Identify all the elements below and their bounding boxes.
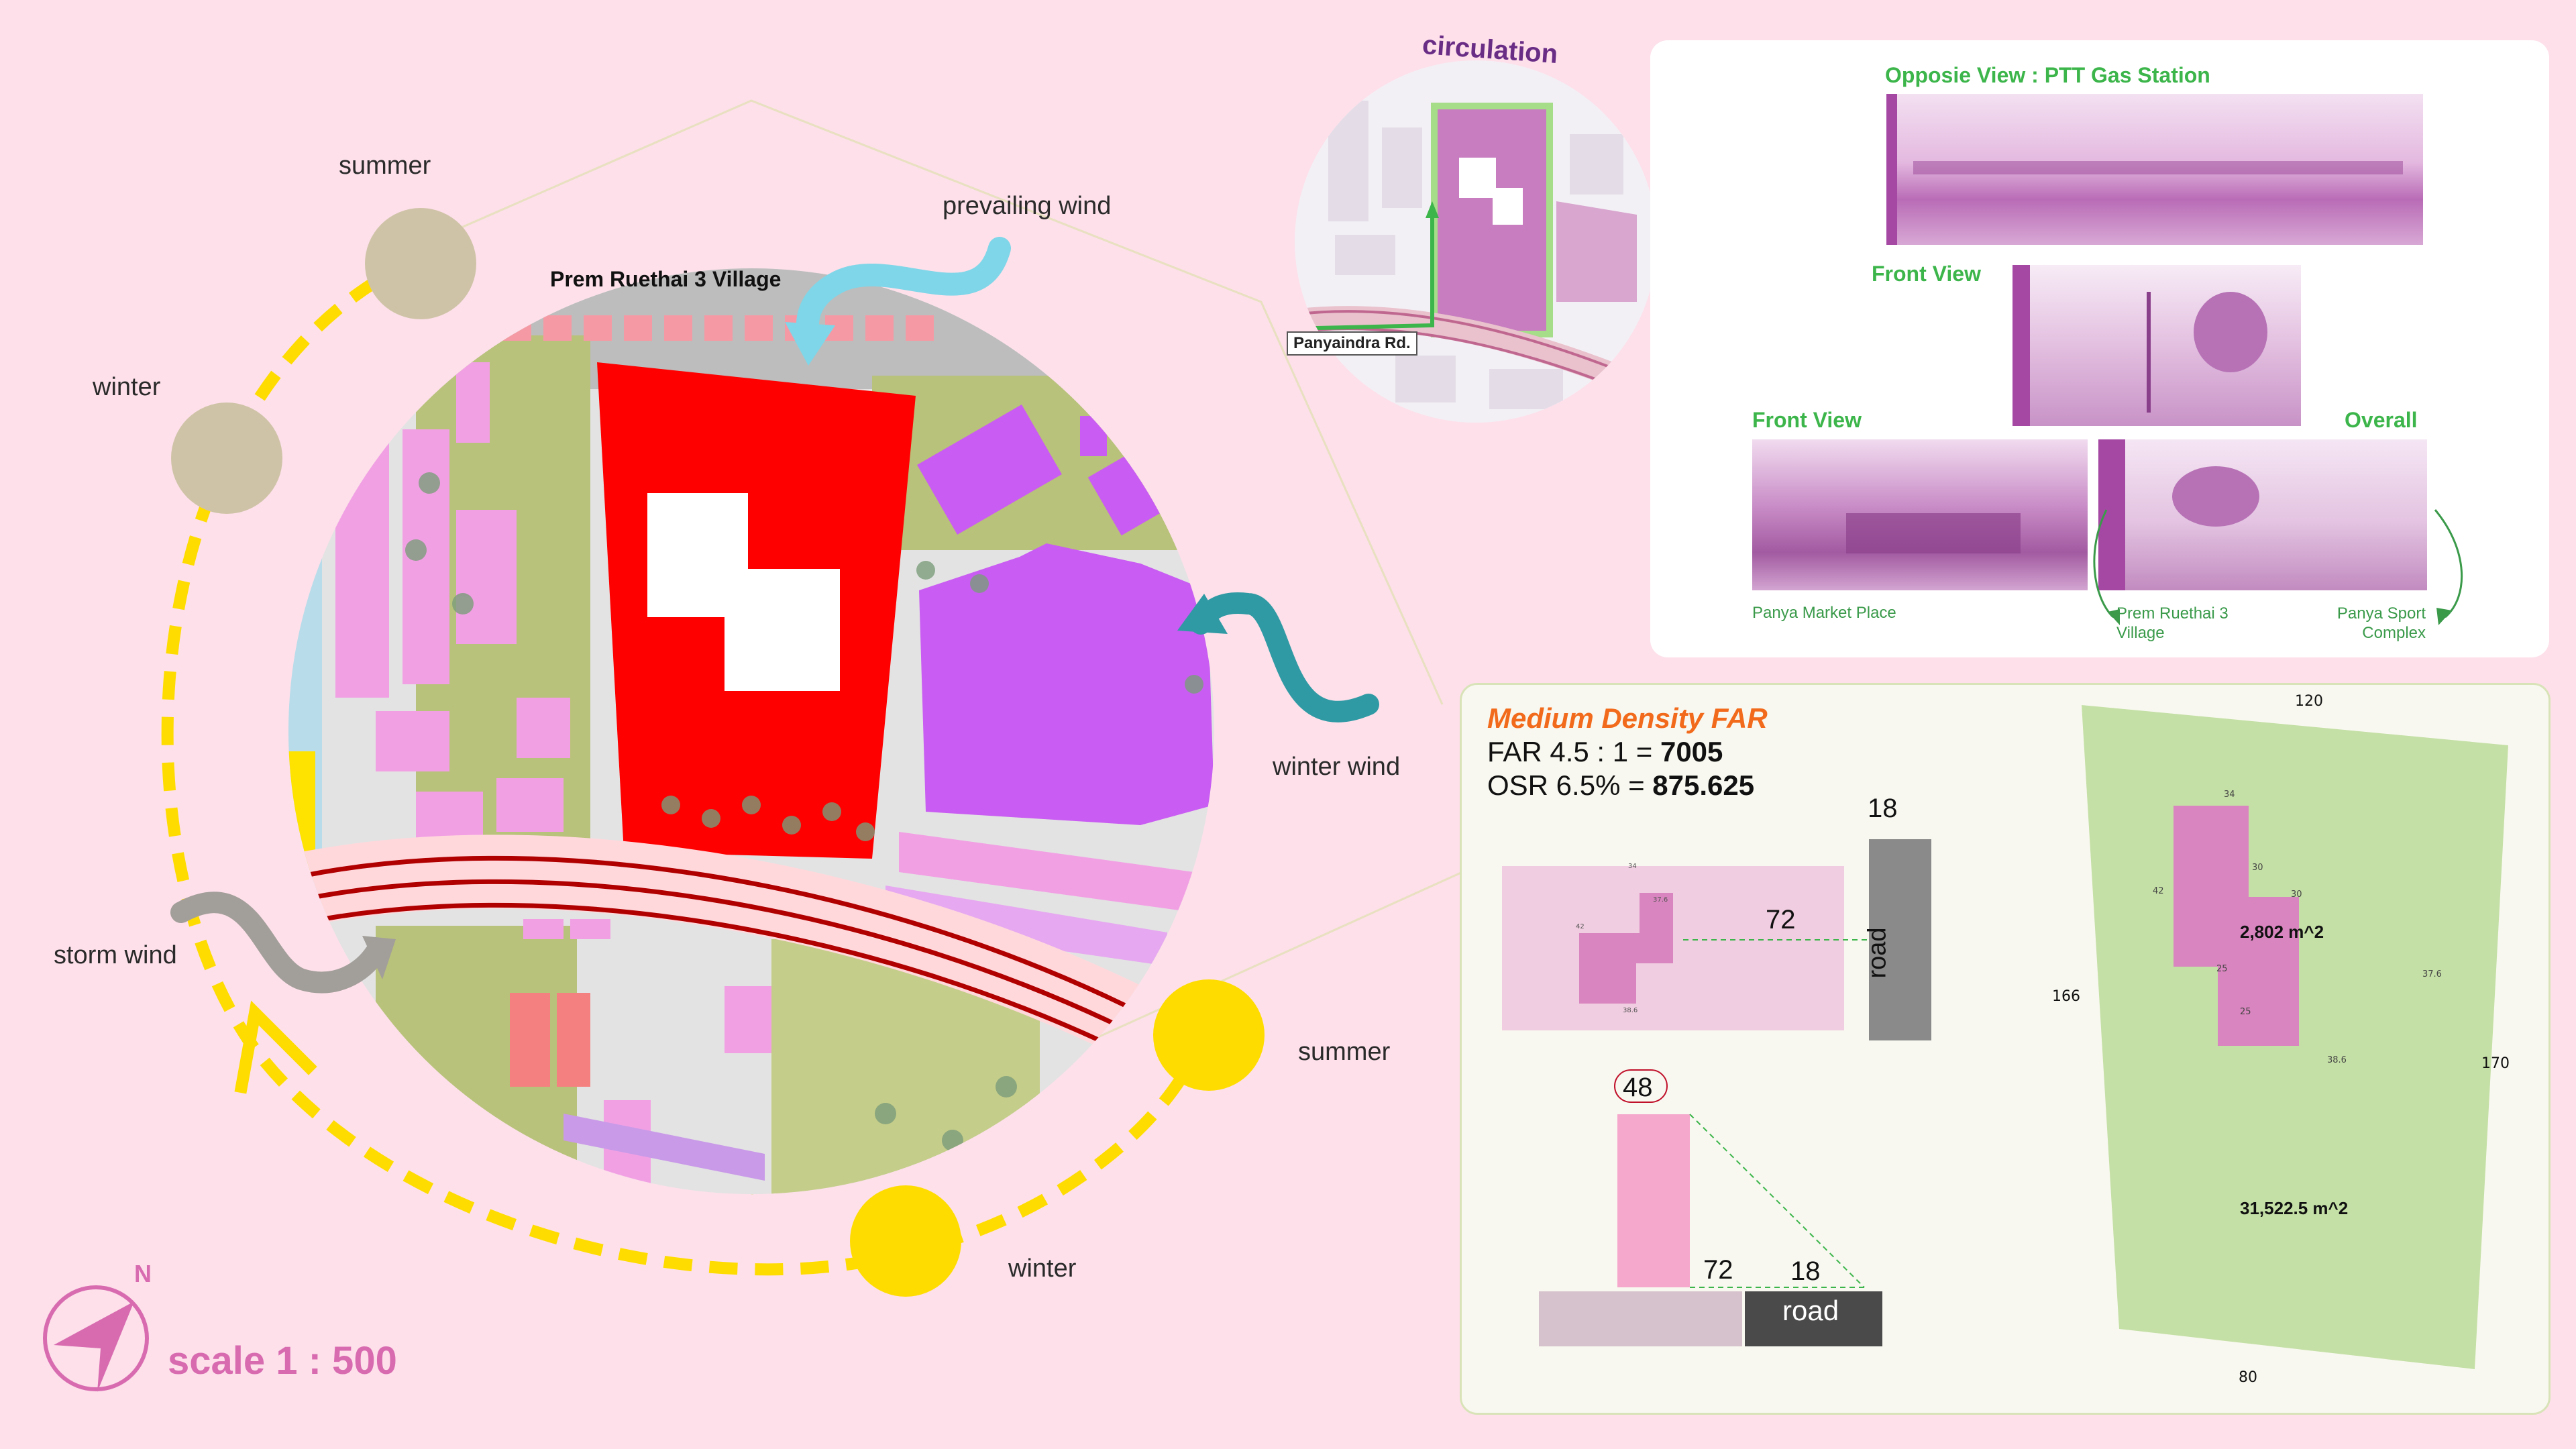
road-label: Panyaindra Rd. [1287, 331, 1417, 356]
building-dim: 42 [2153, 886, 2164, 896]
photo-opposite-view[interactable] [1886, 94, 2423, 245]
site-diagram [43, 99, 1463, 1392]
section-road-width: 18 [1790, 1256, 1821, 1286]
plan-road-width: 18 [1868, 794, 1898, 823]
photo-front-view-1[interactable] [2012, 265, 2301, 426]
label-summer-top: summer [339, 152, 431, 180]
plan-dim: 34 [1628, 863, 1637, 870]
prevailing-wind-arrow [796, 237, 1011, 347]
overall-arrows [2093, 509, 2463, 625]
small-plan-diagram [1502, 839, 1931, 1040]
winter-sun-left [171, 402, 282, 514]
building-dim: 37.6 [2422, 969, 2442, 979]
far-prefix: FAR 4.5 : 1 = [1487, 736, 1660, 767]
caption-market: Panya Market Place [1752, 604, 1896, 622]
storm-wind-arrow [170, 892, 386, 994]
osr-line: OSR 6.5% = 875.625 [1487, 769, 1754, 802]
label-prevailing-wind: prevailing wind [943, 192, 1112, 220]
winter-wind-arrow [1190, 592, 1379, 722]
plan-dim: 38.6 [1623, 1007, 1638, 1014]
far-value: 7005 [1660, 736, 1723, 767]
building-dim: 25 [2216, 964, 2228, 974]
scale-label: scale 1 : 500 [168, 1339, 397, 1383]
storm-wind-arrowhead [362, 936, 396, 979]
opposite-view-title: Opposie View : PTT Gas Station [1885, 63, 2210, 87]
site-top-dim: 120 [2295, 693, 2323, 710]
osr-value: 875.625 [1652, 769, 1755, 801]
sun-path-arrow [234, 1000, 317, 1094]
label-winter-wind: winter wind [1273, 753, 1401, 781]
front-view-title-1: Front View [1872, 262, 1981, 286]
photo-overall[interactable] [2098, 439, 2427, 590]
building-footprint [647, 493, 840, 691]
building-dim: 25 [2240, 1007, 2251, 1017]
label-winter-left: winter [93, 373, 161, 401]
plan-road-label: road [1863, 927, 1892, 979]
section-height: 48 [1623, 1073, 1653, 1102]
views-card: Opposie View : PTT Gas Station Front Vie… [1650, 40, 2549, 657]
village-label: Prem Ruethai 3 Village [550, 267, 782, 291]
section-setback: 72 [1703, 1255, 1733, 1285]
label-summer-right: summer [1298, 1038, 1391, 1066]
site-area-label: 31,522.5 m^2 [2240, 1198, 2349, 1218]
site-bottom-dim: 80 [2239, 1369, 2257, 1386]
neighbor-building [919, 543, 1214, 825]
plan-dim: 42 [1576, 923, 1585, 930]
caption-village: Prem Ruethai 3 Village [2116, 604, 2229, 642]
building-dim: 38.6 [2327, 1055, 2347, 1065]
winter-wind-arrowhead [1177, 594, 1228, 634]
plan-setback: 72 [1766, 905, 1796, 935]
site-left-dim: 166 [2052, 988, 2080, 1005]
osr-prefix: OSR 6.5% = [1487, 769, 1653, 801]
building-dim: 30 [2252, 863, 2263, 873]
section-road-label: road [1782, 1295, 1839, 1326]
site-dimension-plan [2082, 705, 2508, 1369]
prevailing-wind-arrowhead [785, 322, 835, 366]
summer-sun-right [1153, 979, 1265, 1091]
caption-sport: Panya Sport Complex [2337, 604, 2426, 642]
label-storm-wind: storm wind [54, 941, 177, 969]
sun-path [161, 276, 1207, 1276]
winter-sun-bottom [850, 1185, 961, 1297]
section-diagram [1539, 1069, 1882, 1346]
site-right-dim: 170 [2481, 1055, 2510, 1072]
summer-sun-top [365, 208, 476, 319]
compass-circle [43, 1285, 149, 1391]
plan-dim: 37.6 [1653, 896, 1668, 904]
outline-line [429, 99, 1444, 705]
overall-title: Overall [2345, 408, 2418, 432]
circulation-map [1295, 60, 1657, 423]
north-label: N [134, 1260, 152, 1287]
photo-front-view-2[interactable] [1752, 439, 2088, 590]
far-title: Medium Density FAR [1487, 702, 1768, 734]
north-arrow-icon [54, 1301, 134, 1392]
front-view-title-2: Front View [1752, 408, 1862, 432]
far-card: Medium Density FAR FAR 4.5 : 1 = 7005 OS… [1460, 683, 2551, 1415]
label-winter-bottom: winter [1008, 1254, 1077, 1283]
site-plan-map [288, 268, 1214, 1194]
building-dim: 34 [2224, 790, 2235, 800]
building-area-label: 2,802 m^2 [2240, 922, 2324, 942]
building-dim: 30 [2291, 890, 2302, 900]
far-line: FAR 4.5 : 1 = 7005 [1487, 736, 1723, 768]
